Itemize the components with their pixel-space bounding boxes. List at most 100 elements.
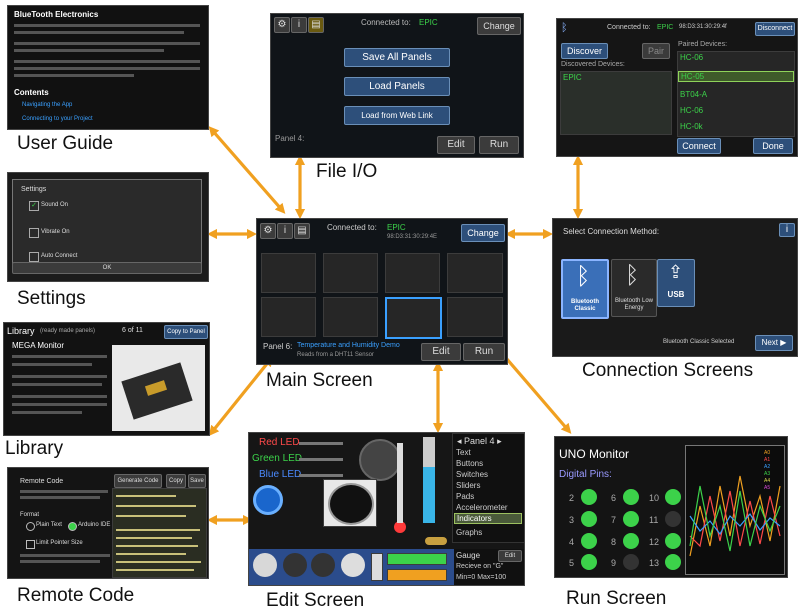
palette-pad[interactable] — [283, 553, 307, 577]
gauge-indicator[interactable] — [323, 479, 377, 527]
discovered-item[interactable]: EPIC — [563, 73, 582, 82]
pair-button[interactable]: Pair — [642, 43, 670, 59]
blue-slider[interactable] — [299, 474, 343, 477]
panel-thumb[interactable] — [323, 253, 378, 293]
blue-button-control[interactable] — [253, 485, 283, 515]
bluetooth-classic-option[interactable]: ᛒ Bluetooth Classic — [561, 259, 609, 319]
remote-code-screenshot[interactable]: Remote Code Format Plain Text Arduino ID… — [7, 467, 209, 579]
user-guide-text-block — [14, 60, 200, 63]
main-change-button[interactable]: Change — [461, 224, 505, 242]
remote-text-block — [20, 554, 110, 557]
paired-item[interactable]: HC-0k — [680, 122, 703, 131]
info-icon[interactable]: i — [291, 17, 307, 33]
file-io-run-button[interactable]: Run — [479, 136, 519, 154]
next-button[interactable]: Next ▶ — [755, 335, 793, 351]
user-guide-link-navigating[interactable]: Navigating the App — [22, 102, 73, 108]
info-icon[interactable]: i — [277, 223, 293, 239]
gauge-edit-button[interactable]: Edit — [498, 550, 522, 562]
toggle-switch[interactable] — [425, 537, 447, 545]
file-io-screenshot[interactable]: ⚙ i ▤ Connected to: EPIC Change Save All… — [270, 13, 524, 158]
file-io-edit-button[interactable]: Edit — [437, 136, 475, 154]
panel-thumb[interactable] — [261, 253, 316, 293]
palette-led[interactable] — [253, 553, 277, 577]
save-button[interactable]: Save — [188, 474, 206, 488]
red-slider[interactable] — [299, 442, 343, 445]
user-guide-link-connecting[interactable]: Connecting to your Project — [22, 116, 93, 122]
disconnect-button[interactable]: Disconnect — [755, 22, 795, 36]
code-area[interactable] — [112, 488, 207, 578]
main-run-button[interactable]: Run — [463, 343, 505, 361]
usb-option[interactable]: ⇪ USB — [657, 259, 695, 307]
main-screen-screenshot[interactable]: ⚙ i ▤ Connected to: EPIC 98:D3:31:30:29:… — [256, 218, 508, 365]
joystick-pad[interactable] — [359, 439, 401, 481]
library-text-block — [12, 395, 107, 398]
pin-led-off — [665, 511, 681, 527]
copy-to-panel-button[interactable]: Copy to Panel — [164, 325, 208, 339]
paired-item[interactable]: BT04-A — [680, 90, 708, 99]
plain-text-label: Plain Text — [36, 522, 62, 528]
library-text-block — [12, 411, 82, 414]
library-heading: MEGA Monitor — [12, 341, 65, 350]
main-edit-button[interactable]: Edit — [421, 343, 461, 361]
discover-button[interactable]: Discover — [561, 43, 608, 59]
run-screen-screenshot[interactable]: UNO Monitor Digital Pins: 2 3 4 5 6 7 8 … — [554, 436, 788, 578]
generate-code-button[interactable]: Generate Code — [114, 474, 162, 488]
panel-thumb[interactable] — [447, 297, 503, 337]
save-icon[interactable]: ▤ — [308, 17, 324, 33]
remote-format-label: Format — [20, 512, 40, 518]
settings-icon[interactable]: ⚙ — [260, 223, 276, 239]
menu-item-accelerometer[interactable]: Accelerometer — [456, 503, 508, 512]
connection-info-icon[interactable]: i — [779, 223, 795, 237]
menu-item-sliders[interactable]: Sliders — [456, 481, 481, 490]
green-slider[interactable] — [299, 458, 343, 461]
paired-item[interactable]: HC-06 — [680, 106, 704, 115]
arduino-ide-radio[interactable] — [68, 522, 77, 531]
panel-thumb-selected[interactable] — [385, 297, 442, 339]
file-io-change-button[interactable]: Change — [477, 17, 521, 35]
library-screenshot[interactable]: Library (ready made panels) 6 of 11 Copy… — [3, 322, 210, 436]
menu-item-pads[interactable]: Pads — [456, 492, 475, 501]
connection-devices-screenshot[interactable]: ᛒ Connected to: EPIC 98:D3:31:30:29:4f D… — [556, 18, 798, 157]
vibrate-checkbox[interactable] — [29, 228, 39, 238]
panel-thumb[interactable] — [323, 297, 378, 337]
paired-item[interactable]: HC-05 — [678, 71, 794, 82]
edit-screen-screenshot[interactable]: Red LED Green LED Blue LED ◂ Panel 4 ▸ T… — [248, 432, 525, 586]
pin-label: 12 — [649, 537, 660, 547]
settings-ok-button[interactable]: OK — [12, 262, 202, 274]
limit-pointer-checkbox[interactable] — [26, 540, 35, 549]
vibrate-label: Vibrate On — [41, 229, 70, 235]
caption-connection-screens: Connection Screens — [582, 360, 754, 381]
user-guide-screenshot[interactable]: BlueTooth Electronics Contents Navigatin… — [7, 5, 209, 130]
panel-thumb[interactable] — [261, 297, 316, 337]
done-button[interactable]: Done — [753, 138, 793, 154]
save-icon[interactable]: ▤ — [294, 223, 310, 239]
menu-item-buttons[interactable]: Buttons — [456, 459, 484, 468]
palette-bar[interactable] — [387, 553, 447, 565]
paired-item[interactable]: HC-06 — [680, 53, 704, 62]
menu-item-text[interactable]: Text — [456, 448, 471, 457]
menu-item-switches[interactable]: Switches — [456, 470, 489, 479]
legend-item: A3 — [764, 471, 771, 477]
save-all-panels-button[interactable]: Save All Panels — [344, 48, 450, 67]
bluetooth-le-option[interactable]: ᛒ Bluetooth Low Energy — [611, 259, 657, 317]
palette-pad[interactable] — [311, 553, 335, 577]
load-from-web-link-button[interactable]: Load from Web Link — [344, 106, 450, 125]
settings-icon[interactable]: ⚙ — [274, 17, 290, 33]
connection-method-screenshot[interactable]: Select Connection Method: i ᛒ Bluetooth … — [552, 218, 798, 357]
settings-screenshot[interactable]: Settings ✓ Sound On Vibrate On Auto Conn… — [7, 172, 209, 282]
user-guide-text-block — [14, 74, 134, 77]
panel-thumb[interactable] — [447, 253, 503, 293]
plain-text-radio[interactable] — [26, 522, 35, 531]
palette-bar[interactable] — [387, 569, 447, 581]
menu-item-indicators-selected[interactable]: Indicators — [454, 513, 522, 524]
copy-button[interactable]: Copy — [166, 474, 186, 488]
palette-gauge[interactable] — [341, 553, 365, 577]
connect-button[interactable]: Connect — [677, 138, 721, 154]
sound-checkbox[interactable]: ✓ — [29, 201, 39, 211]
menu-item-graphs[interactable]: Graphs — [456, 528, 483, 537]
load-panels-button[interactable]: Load Panels — [344, 77, 450, 96]
auto-connect-checkbox[interactable] — [29, 252, 39, 262]
panel-thumb[interactable] — [385, 253, 440, 293]
code-line — [116, 569, 194, 571]
palette-thermometer[interactable] — [371, 553, 383, 581]
